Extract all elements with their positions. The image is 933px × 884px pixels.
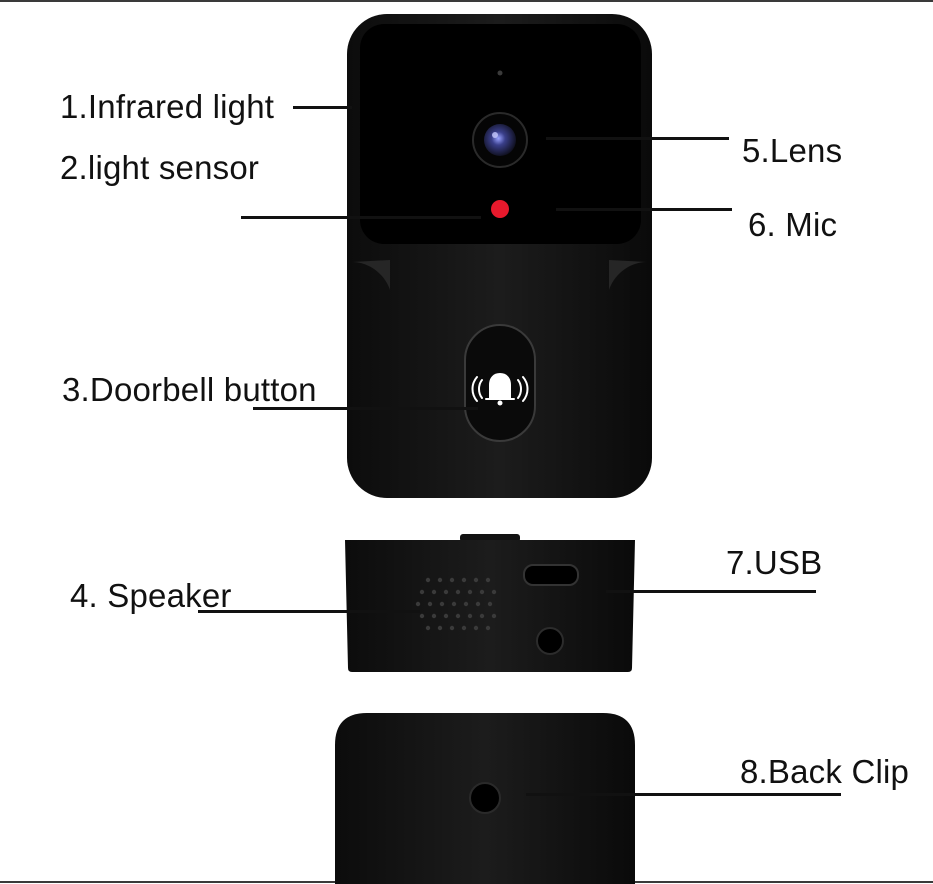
back-clip-hole <box>469 782 501 814</box>
label-mic: 6. Mic <box>748 206 838 243</box>
leader-speaker <box>198 610 420 613</box>
doorbell-front <box>347 14 652 498</box>
label-lens: 5.Lens <box>742 132 843 169</box>
doorbell-bottom-view <box>345 534 635 672</box>
leader-doorbell-button <box>253 407 478 410</box>
reset-hole <box>536 627 564 655</box>
light-sensor-led <box>491 200 509 218</box>
label-infrared-light: 1.Infrared light <box>60 88 275 125</box>
label-usb: 7.USB <box>726 544 823 581</box>
infrared-light-dot <box>497 70 503 76</box>
leader-mic <box>556 208 732 211</box>
label-back-clip: 8.Back Clip <box>740 753 910 790</box>
bell-icon <box>471 372 529 406</box>
leader-light-sensor <box>241 216 481 219</box>
top-border <box>0 0 933 2</box>
label-doorbell-button: 3.Doorbell button <box>62 371 317 408</box>
leader-usb <box>606 590 816 593</box>
leader-lens <box>546 137 729 140</box>
leader-back-clip <box>526 793 841 796</box>
lens-icon <box>484 124 516 156</box>
label-light-sensor: 2.light sensor <box>60 149 260 186</box>
doorbell-back-view <box>335 713 635 884</box>
speaker-grille <box>415 577 497 631</box>
label-speaker: 4. Speaker <box>70 577 232 614</box>
leader-infrared-light <box>293 106 352 109</box>
usb-port <box>523 564 579 586</box>
